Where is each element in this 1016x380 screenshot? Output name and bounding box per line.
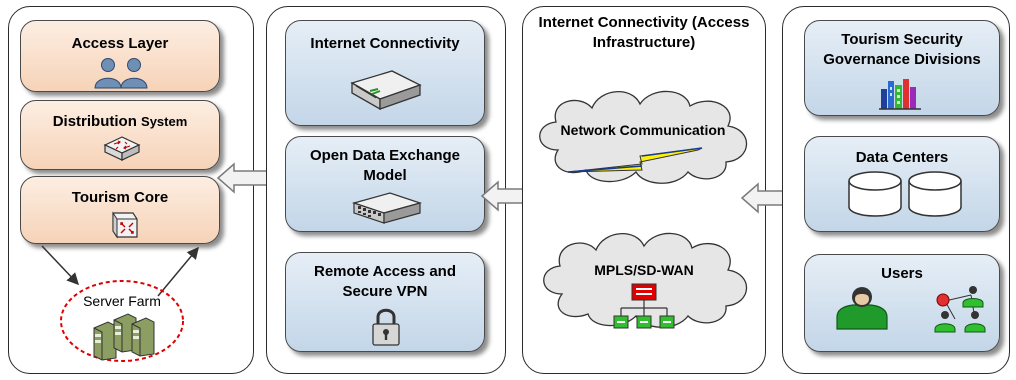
internet-connectivity-box[interactable]: Internet Connectivity xyxy=(285,20,485,126)
distribution-label-suffix: System xyxy=(141,114,188,129)
switch-icon xyxy=(103,136,141,161)
data-centers-label: Data Centers xyxy=(855,149,949,166)
mpls-sd-wan-label: MPLS/SD-WAN xyxy=(594,262,694,278)
user-icon xyxy=(836,287,888,330)
network-switch-icon xyxy=(351,192,423,224)
server-farm-connectors xyxy=(41,245,199,297)
tourism-core-label: Tourism Core xyxy=(71,189,169,206)
hierarchy-icon xyxy=(613,283,675,329)
tourism-security-governance-box[interactable]: Tourism Security Governance Divisions xyxy=(804,20,1000,116)
modem-icon xyxy=(350,70,422,111)
data-centers-box[interactable]: Data Centers xyxy=(804,136,1000,232)
internet-connectivity-label: Internet Connectivity xyxy=(310,35,460,52)
users-icon xyxy=(94,58,148,89)
network-communication-cloud xyxy=(539,90,748,184)
remote-access-label-line-1: Remote Access and xyxy=(313,263,456,280)
users-label: Users xyxy=(881,265,923,282)
bar-chart-icon xyxy=(879,79,921,110)
database-icon xyxy=(848,171,962,217)
server-farm-label: Server Farm xyxy=(83,293,161,309)
open-data-exchange-box[interactable]: Open Data Exchange Model xyxy=(285,136,485,232)
remote-access-label-line-2: Secure VPN xyxy=(342,283,428,300)
tourism-core-box[interactable]: Tourism Core xyxy=(20,176,220,244)
servers-icon xyxy=(93,313,155,361)
remote-access-vpn-box[interactable]: Remote Access and Secure VPN xyxy=(285,252,485,352)
distribution-label: Distribution System xyxy=(21,113,219,131)
server-farm-ring xyxy=(60,280,184,362)
open-data-exchange-label-line-1: Open Data Exchange xyxy=(309,147,461,164)
network-communication-label: Network Communication xyxy=(560,122,726,138)
access-infrastructure-title-line-2: Infrastructure) xyxy=(592,34,696,51)
governance-label-line-2: Governance Divisions xyxy=(823,51,981,68)
lightning-icon xyxy=(567,147,703,173)
access-layer-label: Access Layer xyxy=(71,35,169,52)
distribution-system-box[interactable]: Distribution System xyxy=(20,100,220,170)
distribution-label-main: Distribution xyxy=(52,113,142,130)
open-data-exchange-label-line-2: Model xyxy=(363,167,407,184)
user-group-icon xyxy=(934,286,986,333)
access-layer-box[interactable]: Access Layer xyxy=(20,20,220,92)
access-infrastructure-title-line-1: Internet Connectivity (Access xyxy=(538,14,750,31)
padlock-icon xyxy=(372,308,400,346)
router-icon xyxy=(112,211,138,239)
users-box[interactable]: Users xyxy=(804,254,1000,352)
governance-label-line-1: Tourism Security xyxy=(841,31,963,48)
